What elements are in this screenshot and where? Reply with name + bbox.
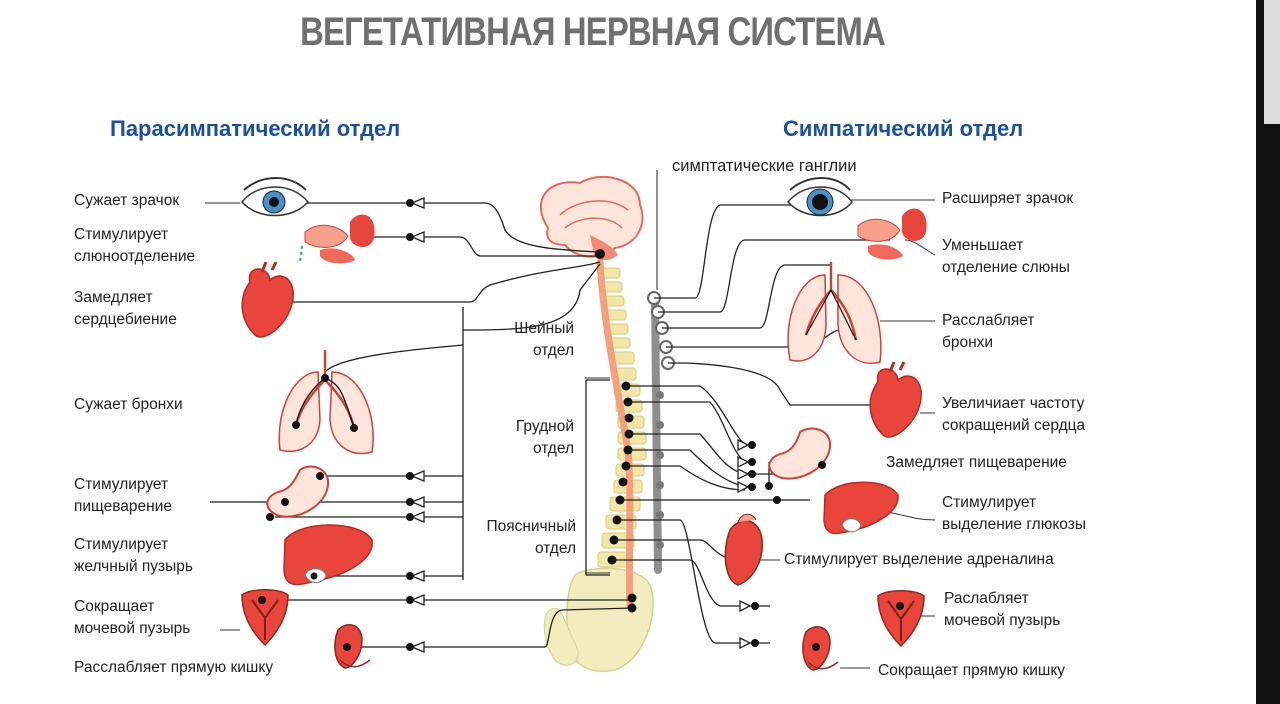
rectum-icon-left (334, 624, 371, 669)
eye-icon-right (787, 177, 853, 217)
para-effect-bronchi: Сужает бронхи (74, 396, 183, 413)
adrenal-kidney-icon (724, 513, 763, 586)
sympathetic-ganglia-chain (647, 170, 675, 574)
window-edge-bar (1256, 0, 1280, 704)
salivary-gland-icon-left (299, 214, 375, 264)
liver-icon-right (823, 481, 899, 535)
bladder-icon-left (241, 589, 289, 647)
symp-effect-adrenaline: Стимулирует выделение адреналина (784, 551, 1054, 568)
bladder-icon-right (877, 590, 925, 648)
symp-effect-pupil: Расширяет зрачок (942, 190, 1074, 207)
lungs-icon-right (787, 262, 882, 364)
brain-icon (539, 175, 644, 261)
label-leaders (205, 199, 936, 669)
eye-icon-left (241, 177, 309, 217)
sympathetic-heading: Симпатический отдел (783, 116, 1024, 141)
heart-icon-right (869, 361, 922, 438)
page-title: ВЕГЕТАТИВНАЯ НЕРВНАЯ СИСТЕМА (300, 10, 886, 54)
para-effect-rectum: Расслабляет прямую кишку (74, 659, 274, 676)
pelvis-left (543, 607, 579, 666)
sacrum (566, 567, 654, 672)
ganglia-label: симптатические ганглии (672, 157, 857, 175)
stomach-icon-right (768, 427, 832, 480)
symp-effect-rectum: Сокращает прямую кишку (878, 662, 1066, 679)
stomach-icon-left (266, 465, 330, 521)
lungs-icon-left (278, 350, 374, 455)
para-effect-pupil: Сужает зрачок (74, 192, 180, 209)
rectum-icon-right (802, 626, 839, 671)
scrollbar-thumb[interactable] (1264, 0, 1280, 124)
parasympathetic-nerves (210, 202, 633, 648)
salivary-gland-icon-right (857, 208, 927, 260)
liver-icon-left (283, 524, 373, 586)
sympathetic-dots (744, 202, 893, 647)
parasympathetic-heading: Парасимпатический отдел (110, 116, 401, 141)
heart-icon-left (241, 261, 294, 338)
symp-effect-digestion: Замедляет пищеварение (886, 454, 1067, 471)
sympathetic-synapses (737, 438, 752, 650)
